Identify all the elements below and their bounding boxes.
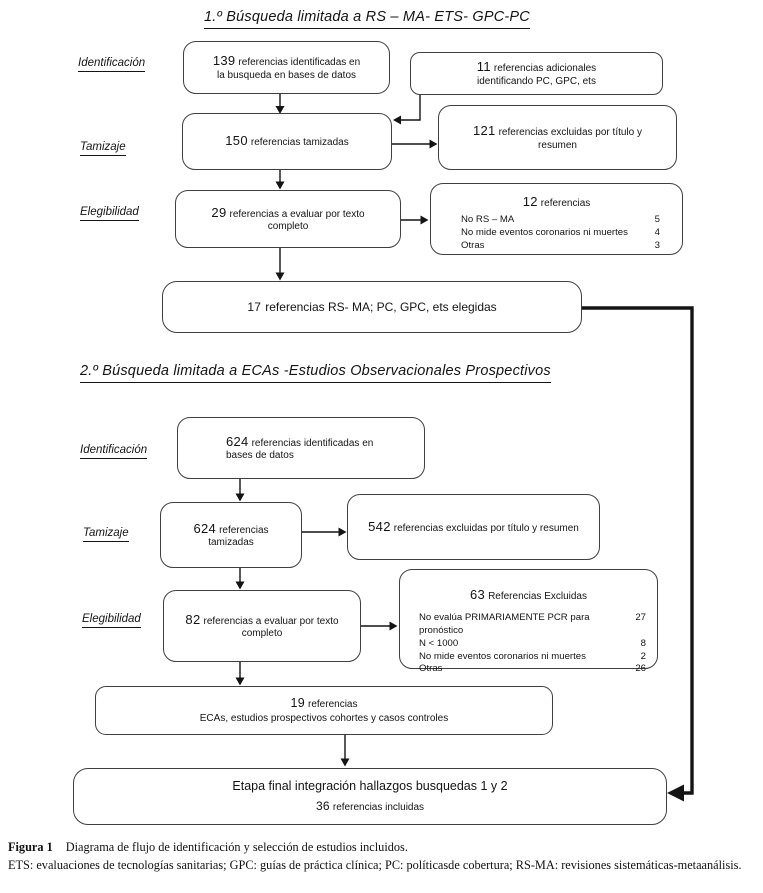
flow1-title: 1.º Búsqueda limitada a RS – MA- ETS- GP…: [157, 9, 577, 29]
box-number: 82: [185, 611, 201, 627]
stage-elegibilidad-2: Elegibilidad: [82, 613, 141, 628]
stage-tamizaje-2: Tamizaje: [83, 527, 129, 542]
stage-identificacion-2: Identificación: [80, 444, 148, 459]
caption-abbreviations: ETS: evaluaciones de tecnologías sanitar…: [8, 858, 742, 873]
connector-selected-to-final: [582, 306, 694, 802]
flow2-title: 2.º Búsqueda limitada a ECAs -Estudios O…: [80, 363, 551, 383]
box-text: referencias a evaluar por texto completo: [229, 208, 365, 232]
box-number: 624: [193, 520, 217, 536]
figure-label: Figura 1: [8, 840, 53, 854]
arrow-fulltext2-to-included: [235, 662, 245, 686]
arrow-screened2-to-excluded-title2: [302, 527, 347, 537]
box-number: 542: [368, 518, 391, 534]
caption-line: Figura 1 Diagrama de flujo de identificac…: [8, 838, 759, 856]
box-text: referencias adicionales identificando PC…: [477, 63, 597, 87]
arrow-fulltext1-to-selected: [275, 248, 285, 281]
box-number: 11: [476, 59, 491, 75]
excluded-reason-row: No mide eventos coronarios ni muertes 4: [461, 226, 660, 238]
final-line1: Etapa final integración hallazgos busque…: [232, 778, 508, 793]
excluded-reason-row: N < 1000 8: [419, 637, 646, 649]
box-text: referencias identificadas en bases de da…: [226, 437, 374, 461]
stage-identificacion-1: Identificación: [78, 57, 146, 72]
box-final-integration: Etapa final integración hallazgos busque…: [73, 768, 667, 825]
box-text: referencias RS- MA; PC, GPC, ets elegida…: [265, 299, 497, 314]
arrow-screened2-to-fulltext2: [235, 568, 245, 590]
arrow-screened1-to-excluded-title1: [392, 139, 438, 149]
stage-tamizaje-1: Tamizaje: [80, 141, 126, 156]
excluded-reason-row: No evalúa PRIMARIAMENTE PCR para pronóst…: [419, 612, 646, 636]
excluded-reason-row: Otras 3: [461, 239, 660, 251]
box-number: 150: [225, 133, 248, 149]
excluded-reason-row: No RS – MA 5: [461, 214, 660, 226]
arrow-fulltext2-to-excluded-detail2: [361, 621, 398, 631]
box-text: referencias a evaluar por texto completo: [203, 615, 339, 639]
box-text: referencias tamizadas: [250, 137, 349, 149]
excluded-reason-row: Otras 26: [419, 663, 646, 675]
excluded-reason-row: No mide eventos coronarios ni muertes 2: [419, 650, 646, 662]
box-number: 29: [211, 204, 227, 220]
box-text: referencias tamizadas: [208, 524, 269, 548]
box-text: referencias excluidas por título y resum…: [393, 522, 579, 534]
arrow-identified1-to-screened1: [275, 94, 285, 114]
included-subtext: ECAs, estudios prospectivos cohortes y c…: [199, 713, 449, 725]
box-number: 139: [212, 53, 236, 69]
box-text: referencias identificadas en la busqueda…: [217, 57, 361, 81]
figure-text: Diagrama de flujo de identificación y se…: [65, 840, 408, 854]
box-number: 624: [226, 433, 249, 449]
arrow-additional-to-screened1: [393, 95, 421, 125]
arrow-fulltext1-to-excluded-detail1: [401, 215, 429, 225]
box-text: referencias excluidas por título y resum…: [498, 127, 642, 151]
arrow-included-to-final: [340, 735, 350, 767]
box-number: 121: [473, 123, 496, 139]
stage-elegibilidad-1: Elegibilidad: [80, 206, 139, 221]
figure-caption: Figura 1 Diagrama de flujo de identificac…: [8, 838, 759, 875]
box-number: 17: [247, 299, 262, 314]
arrow-identified2-to-screened2: [235, 479, 245, 502]
arrow-screened1-to-fulltext1: [275, 170, 285, 190]
